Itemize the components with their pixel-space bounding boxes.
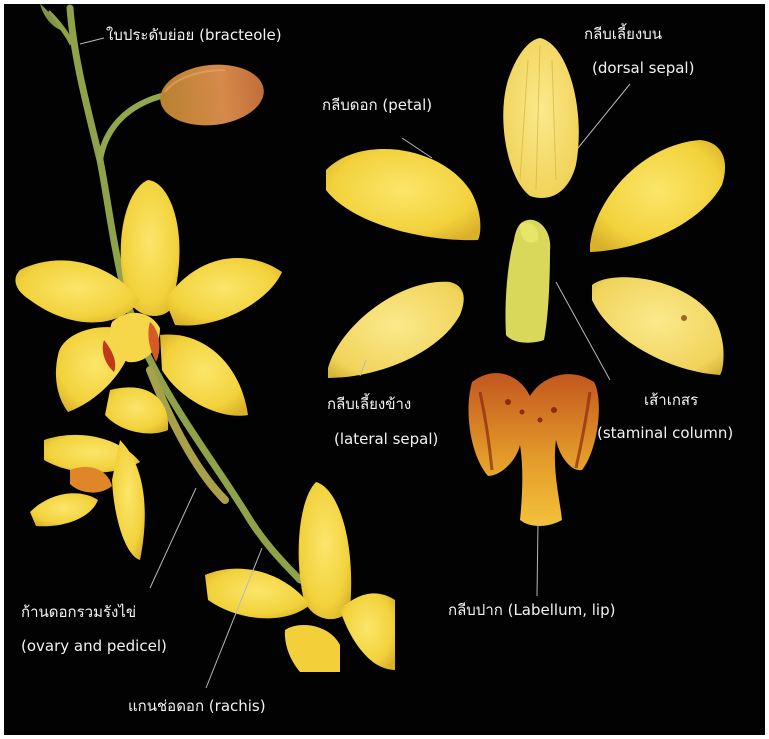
- label-dorsal-sepal-english: (dorsal sepal): [592, 59, 694, 77]
- petal-left: [326, 149, 480, 240]
- label-petal: กลีบดอก (petal): [322, 96, 432, 114]
- label-dorsal-sepal-thai: กลีบเลี้ยงบน: [584, 25, 662, 43]
- main-flower: [15, 180, 282, 416]
- label-bracteole: ใบประดับย่อย (bracteole): [106, 26, 282, 44]
- petal-right: [590, 140, 725, 252]
- lower-flowers: [30, 387, 168, 560]
- lateral-sepal-right: [592, 277, 724, 375]
- lateral-sepal-left: [328, 282, 464, 378]
- label-lip: กลีบปาก (Labellum, lip): [448, 601, 615, 619]
- label-rachis: แกนช่อดอก (rachis): [128, 697, 266, 715]
- dorsal-sepal: [503, 38, 579, 198]
- label-column-english: (staminal column): [597, 424, 733, 442]
- label-column-thai: เส้าเกสร: [644, 391, 698, 409]
- label-lateral-sepal-thai: กลีบเลี้ยงข้าง: [327, 395, 411, 413]
- label-lateral-sepal-english: (lateral sepal): [334, 430, 438, 448]
- bottom-flower: [205, 482, 395, 672]
- label-ovary-english: (ovary and pedicel): [21, 637, 167, 655]
- label-ovary-thai: ก้านดอกรวมรังไข่: [21, 603, 136, 621]
